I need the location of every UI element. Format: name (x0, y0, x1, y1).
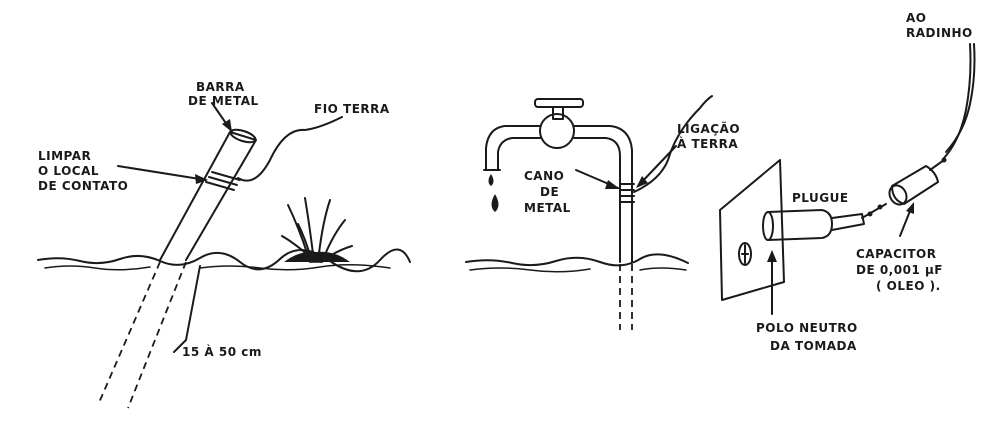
label-radio-1: AO (906, 11, 927, 25)
panel-water-pipe: CANO DE METAL LIGAÇÃO À TERRA (465, 95, 740, 330)
arrow-clean (117, 165, 207, 181)
label-metal-bar-2: DE METAL (188, 94, 259, 108)
label-plug: PLUGUE (792, 191, 849, 205)
depth-bracket (173, 265, 201, 353)
label-depth: 15 À 50 cm (182, 344, 262, 359)
outlet-socket-icon (738, 242, 752, 266)
label-ground-connection-1: LIGAÇÃO (677, 121, 740, 136)
water-drop-icon-2 (491, 194, 499, 212)
metal-bar-underground (97, 261, 187, 409)
label-metal-bar-1: BARRA (196, 80, 245, 94)
wall-plate (719, 159, 785, 301)
label-capacitor-1: CAPACITOR (856, 247, 936, 261)
faucet-handle (534, 98, 584, 120)
plug (762, 209, 865, 241)
label-ground-connection-2: À TERRA (677, 136, 738, 151)
ground-wire (237, 116, 343, 182)
label-ground-wire: FIO TERRA (314, 102, 390, 116)
ground-connection-wire (633, 95, 713, 193)
ground-surface-2 (465, 253, 689, 267)
faucet-body (539, 113, 575, 149)
metal-bar (159, 131, 257, 261)
faucet-spout (483, 125, 541, 171)
label-pipe-1: CANO (524, 169, 564, 183)
label-clean-3: DE CONTATO (38, 179, 128, 193)
label-pipe-3: METAL (524, 201, 571, 215)
label-pipe-2: DE (540, 185, 559, 199)
metal-bar-top (229, 128, 257, 144)
metal-pipe-underground (619, 264, 633, 330)
label-neutral-1: POLO NEUTRO (756, 321, 858, 335)
capacitor-lead-1 (861, 203, 887, 219)
ground-texture-1 (44, 263, 391, 271)
contact-band (205, 171, 241, 191)
panel-ground-rod: BARRA DE METAL FIO TERRA LIMPAR O LOCAL … (37, 80, 411, 409)
label-clean-2: O LOCAL (38, 164, 99, 178)
wire-to-radio (943, 43, 972, 159)
water-drop-icon (488, 174, 494, 186)
plant-icon (281, 197, 353, 263)
metal-pipe (573, 125, 633, 263)
label-neutral-2: DA TOMADA (770, 339, 857, 353)
label-clean-1: LIMPAR (38, 149, 91, 163)
capacitor (888, 159, 945, 206)
label-capacitor-2: DE 0,001 µF (856, 263, 943, 277)
pipe-clamp (619, 183, 635, 203)
label-radio-2: RADINHO (906, 26, 973, 40)
ground-texture-2 (469, 267, 687, 273)
ground-surface-1 (37, 248, 411, 273)
panel-outlet: AO RADINHO PLUGUE CAPACITOR DE 0,001 µF … (719, 11, 976, 353)
label-capacitor-3: ( OLEO ). (876, 279, 941, 293)
